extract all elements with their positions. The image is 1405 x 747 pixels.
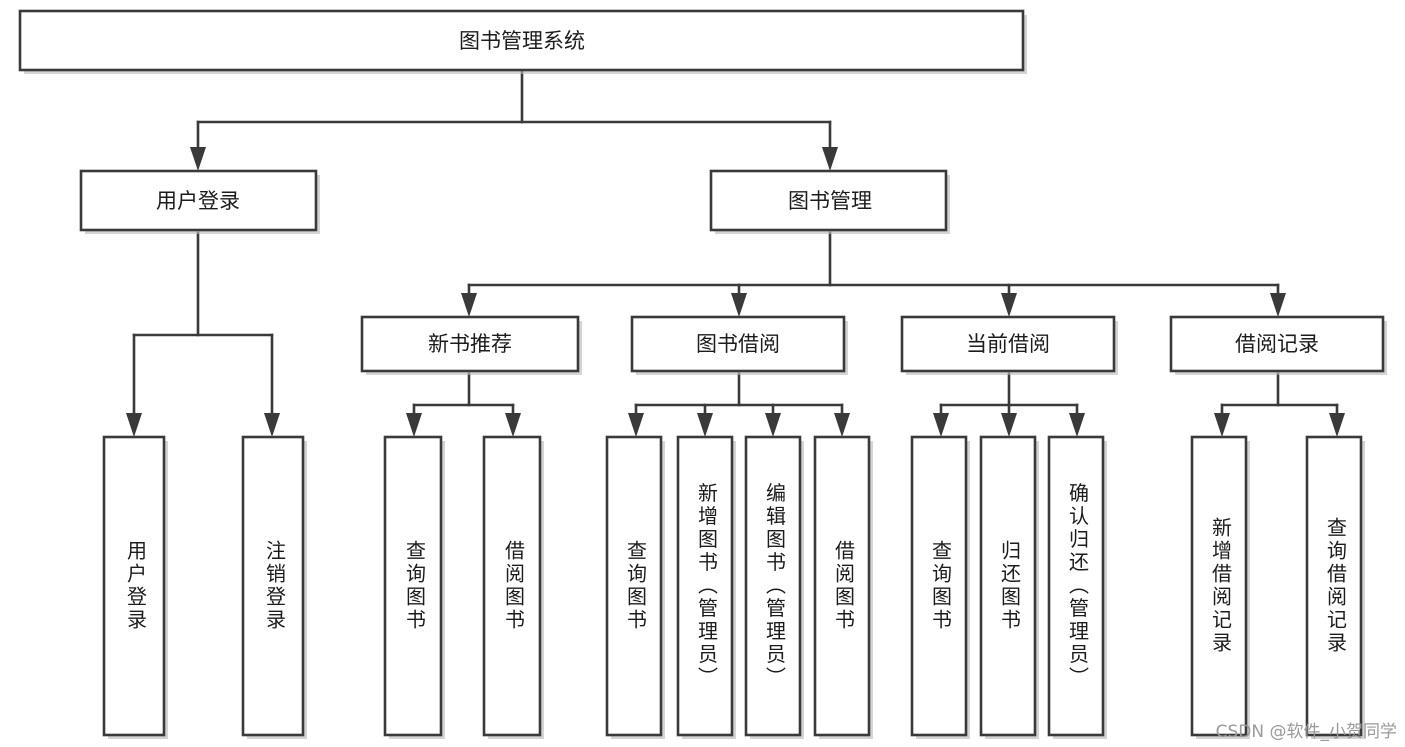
leaf-current-query-book[interactable]: 查询图书 bbox=[910, 435, 970, 739]
arrow-current-leaf-3 bbox=[1069, 413, 1085, 437]
csdn-watermark: CSDN @软件_小贺同学 bbox=[1215, 722, 1397, 742]
arrow-to-user-login bbox=[190, 147, 206, 171]
leaf-borrow-book-label: 借阅图书 bbox=[832, 540, 856, 632]
leaf-user-login[interactable]: 用户登录 bbox=[102, 435, 168, 739]
arrow-borrow-leaf-1 bbox=[628, 413, 644, 437]
node-user-login-label: 用户登录 bbox=[156, 189, 240, 213]
arrow-to-borrow-record bbox=[1270, 293, 1286, 317]
leaf-return-book[interactable]: 归还图书 bbox=[979, 435, 1039, 739]
arrow-to-leaf-logout bbox=[264, 413, 280, 437]
leaf-query-borrow-record-label: 查询借阅记录 bbox=[1324, 517, 1348, 655]
leaf-add-book-admin-label: 新增图书（管理员） bbox=[695, 482, 719, 689]
node-book-management-label: 图书管理 bbox=[788, 189, 872, 213]
arrow-record-leaf-2 bbox=[1329, 413, 1345, 437]
arrow-current-leaf-1 bbox=[933, 413, 949, 437]
arrow-rec-leaf-1 bbox=[406, 413, 422, 437]
arrow-to-book-borrow bbox=[731, 293, 747, 317]
leaf-add-borrow-record-label: 新增借阅记录 bbox=[1209, 517, 1233, 655]
leaf-confirm-return-admin[interactable]: 确认归还（管理员） bbox=[1047, 435, 1107, 739]
node-borrow-record-label: 借阅记录 bbox=[1235, 332, 1319, 356]
node-current-borrow[interactable]: 当前借阅 bbox=[900, 315, 1118, 375]
leaf-query-borrow-record[interactable]: 查询借阅记录 bbox=[1305, 435, 1365, 739]
leaf-rec-borrow-book[interactable]: 借阅图书 bbox=[482, 435, 544, 739]
arrow-to-leaf-user-login bbox=[126, 413, 142, 437]
leaf-borrow-query-book-label: 查询图书 bbox=[624, 540, 648, 632]
node-book-borrow-label: 图书借阅 bbox=[696, 332, 780, 356]
arrow-current-leaf-2 bbox=[1001, 413, 1017, 437]
leaf-current-query-book-label: 查询图书 bbox=[929, 540, 953, 632]
node-root[interactable]: 图书管理系统 bbox=[18, 9, 1027, 74]
leaf-edit-book-admin[interactable]: 编辑图书（管理员） bbox=[744, 435, 804, 739]
leaf-user-login-label: 用户登录 bbox=[124, 540, 148, 632]
node-borrow-record[interactable]: 借阅记录 bbox=[1169, 315, 1387, 375]
node-book-borrow[interactable]: 图书借阅 bbox=[630, 315, 848, 375]
arrow-to-current-borrow bbox=[1001, 293, 1017, 317]
leaf-rec-borrow-book-label: 借阅图书 bbox=[502, 540, 526, 632]
leaf-rec-query-book[interactable]: 查询图书 bbox=[383, 435, 445, 739]
leaf-logout[interactable]: 注销登录 bbox=[241, 435, 307, 739]
leaf-add-book-admin[interactable]: 新增图书（管理员） bbox=[676, 435, 736, 739]
arrow-rec-leaf-2 bbox=[505, 413, 521, 437]
leaf-borrow-query-book[interactable]: 查询图书 bbox=[605, 435, 665, 739]
arrow-borrow-leaf-2 bbox=[697, 413, 713, 437]
arrow-borrow-leaf-3 bbox=[765, 413, 781, 437]
arrow-to-book-mgmt bbox=[822, 147, 838, 171]
node-current-borrow-label: 当前借阅 bbox=[966, 332, 1050, 356]
leaf-borrow-book[interactable]: 借阅图书 bbox=[813, 435, 873, 739]
node-new-book-recommend-label: 新书推荐 bbox=[428, 332, 512, 356]
leaf-add-borrow-record[interactable]: 新增借阅记录 bbox=[1190, 435, 1250, 739]
arrow-borrow-leaf-4 bbox=[834, 413, 850, 437]
leaf-edit-book-admin-label: 编辑图书（管理员） bbox=[763, 482, 787, 689]
leaf-confirm-return-admin-label: 确认归还（管理员） bbox=[1066, 482, 1090, 689]
node-new-book-recommend[interactable]: 新书推荐 bbox=[360, 315, 582, 375]
connector-layer bbox=[126, 70, 1345, 437]
leaf-return-book-label: 归还图书 bbox=[998, 540, 1022, 632]
arrow-record-leaf-1 bbox=[1214, 413, 1230, 437]
leaf-rec-query-book-label: 查询图书 bbox=[403, 540, 427, 632]
node-book-management[interactable]: 图书管理 bbox=[709, 169, 950, 234]
node-root-label: 图书管理系统 bbox=[459, 29, 585, 53]
arrow-to-new-book-rec bbox=[461, 293, 477, 317]
node-user-login[interactable]: 用户登录 bbox=[79, 169, 320, 234]
leaf-logout-label: 注销登录 bbox=[263, 540, 287, 632]
